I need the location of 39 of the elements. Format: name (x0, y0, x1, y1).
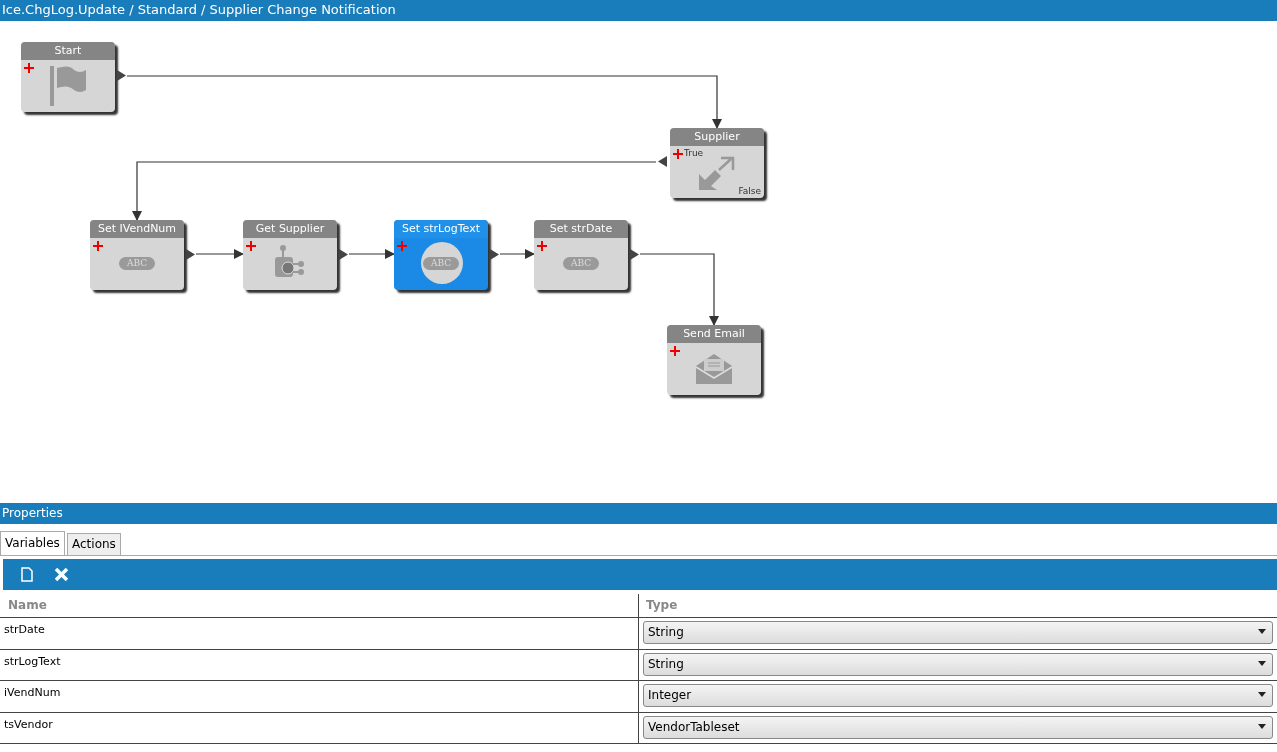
node-title: Get Supplier (243, 220, 337, 238)
abc-icon: ABC (423, 257, 459, 270)
workflow-node (534, 220, 628, 290)
tab: Actions (67, 533, 121, 556)
workflow-node (21, 42, 115, 112)
condition-label: True (684, 148, 704, 158)
arrow (639, 253, 719, 326)
arrow (126, 75, 722, 129)
variable-name: strDate (4, 623, 45, 636)
column-header: Type (646, 598, 678, 612)
node-title: Set strLogText (394, 220, 488, 238)
condition-node (670, 128, 764, 198)
variable-name: iVendNum (4, 686, 61, 699)
abc-icon: ABC (119, 257, 155, 270)
arrow (348, 249, 395, 259)
arrow (132, 161, 657, 221)
node-title: Start (21, 42, 115, 60)
condition-label: False (738, 186, 761, 196)
variable-name: strLogText (4, 654, 61, 668)
arrow (195, 249, 244, 259)
workflow-node (394, 220, 488, 290)
node-title: Set strDate (534, 220, 628, 238)
type-dropdown: Integer (643, 684, 1273, 707)
tab: Variables (0, 531, 65, 555)
arrow (499, 249, 535, 259)
window-title: Ice.ChgLog.Update / Standard / Supplier Change Notification (2, 2, 396, 17)
abc-icon: ABC (563, 257, 599, 270)
node-title: Set IVendNum (90, 220, 184, 238)
type-dropdown: String (643, 652, 1273, 676)
workflow-node (90, 220, 184, 290)
workflow-node (667, 325, 761, 395)
node-title: Send Email (667, 325, 761, 343)
workflow-node (243, 220, 337, 290)
variable-name: tsVendor (4, 717, 53, 731)
type-dropdown: String (643, 621, 1273, 644)
column-header: Name (8, 598, 47, 612)
panel-title: Properties (2, 506, 63, 520)
type-dropdown: VendorTableset (643, 715, 1273, 739)
node-title: Supplier (670, 128, 764, 146)
